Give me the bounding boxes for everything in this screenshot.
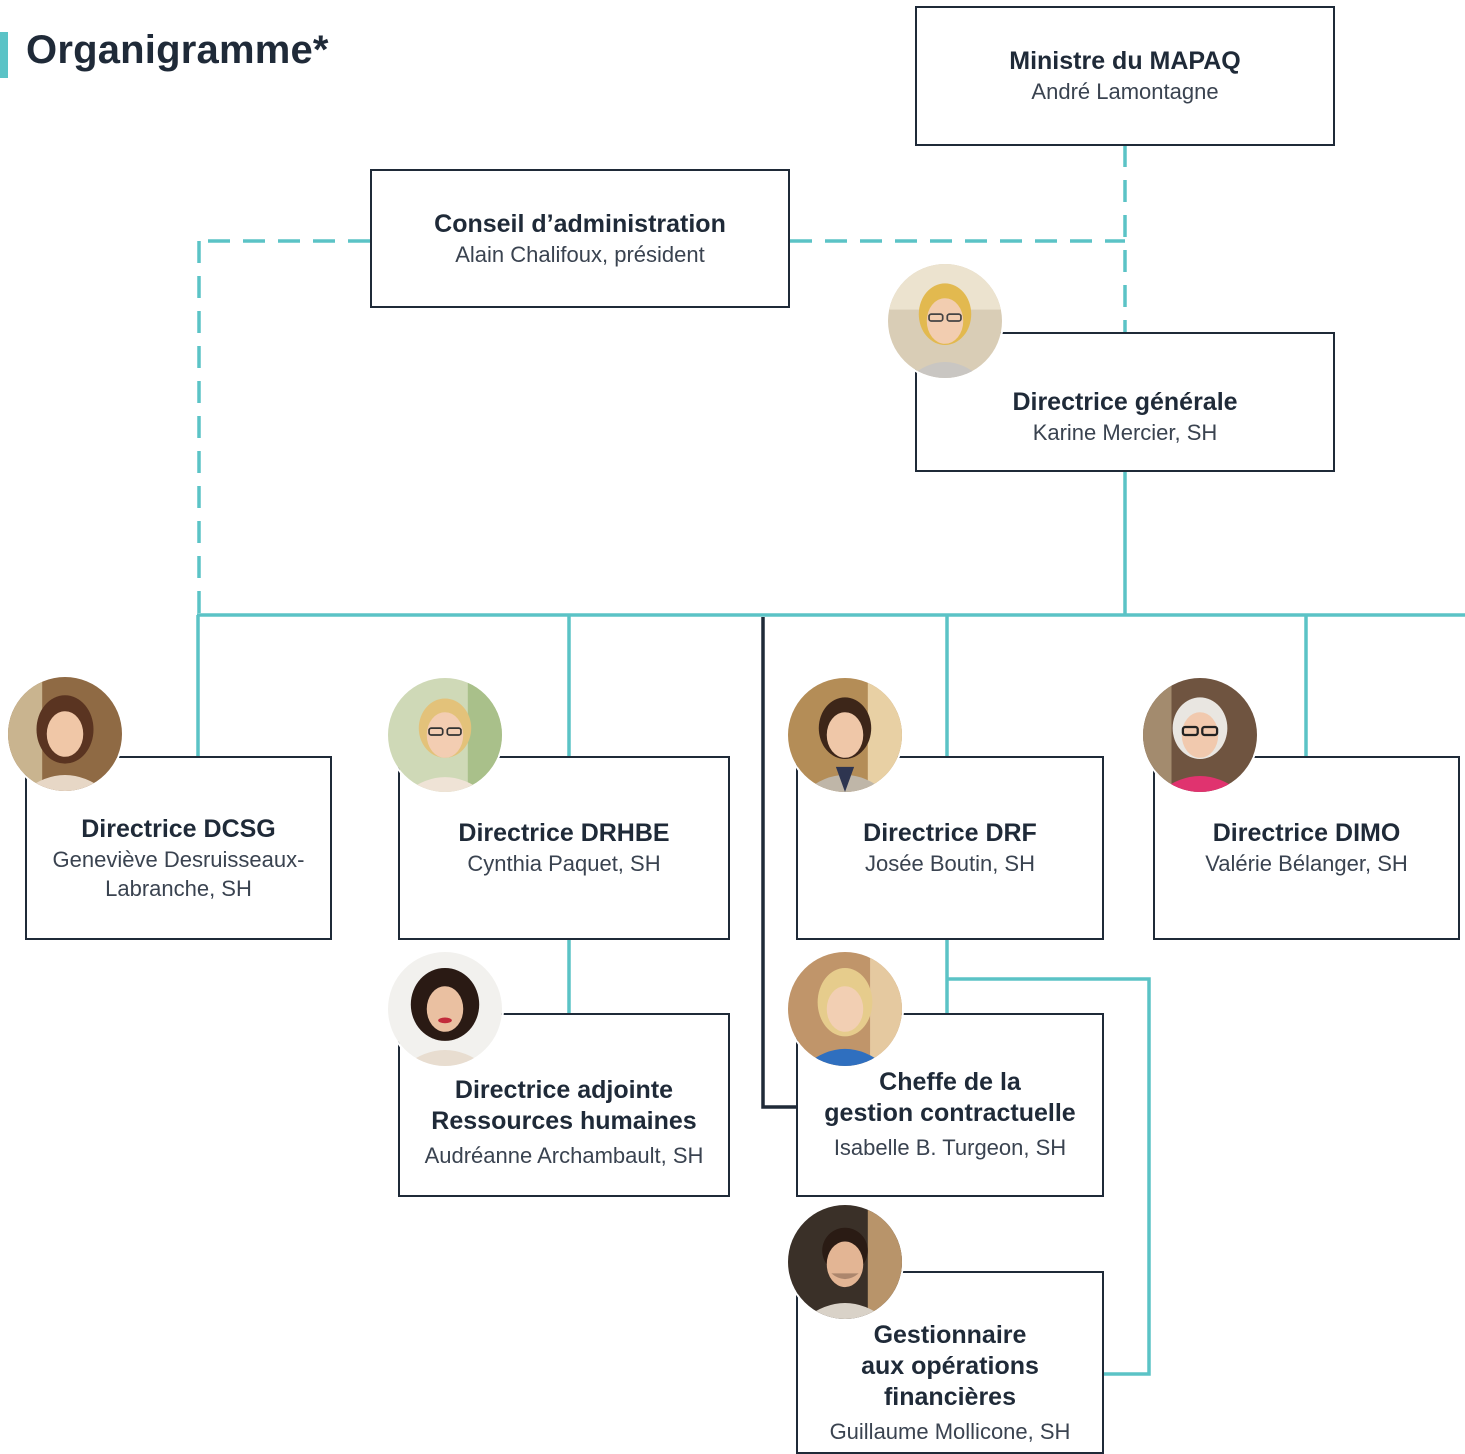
minister-role: Ministre du MAPAQ bbox=[1009, 47, 1241, 75]
adjointe-rh-name: Audréanne Archambault, SH bbox=[424, 1142, 704, 1168]
cheffe-role-line1: Cheffe de la bbox=[879, 1067, 1021, 1096]
dcsg-role: Directrice DCSG bbox=[81, 814, 276, 843]
drf-role: Directrice DRF bbox=[863, 819, 1037, 847]
board-role: Conseil d’administration bbox=[434, 209, 726, 238]
gestionnaire-avatar-photo bbox=[786, 1203, 904, 1321]
dg-cheffe-dark-line bbox=[761, 617, 798, 1109]
cheffe-role-line2: gestion contractuelle bbox=[824, 1098, 1076, 1127]
title-accent-bar bbox=[0, 32, 8, 78]
dimo-role: Directrice DIMO bbox=[1212, 819, 1401, 847]
dg-role: Directrice générale bbox=[1012, 388, 1238, 416]
drf-avatar-photo bbox=[786, 676, 904, 794]
board-box: Conseil d’administration Alain Chalifoux… bbox=[370, 169, 790, 308]
page-title: Organigramme* bbox=[26, 28, 329, 72]
adjointe-rh-role-line1: Directrice adjointe bbox=[454, 1075, 674, 1104]
dg-avatar-photo bbox=[886, 262, 1004, 380]
gestionnaire-name: Guillaume Mollicone, SH bbox=[829, 1418, 1071, 1444]
gestionnaire-role-line1: Gestionnaire bbox=[873, 1320, 1027, 1349]
minister-name: André Lamontagne bbox=[1031, 79, 1219, 104]
drhbe-role: Directrice DRHBE bbox=[458, 819, 670, 847]
minister-box: Ministre du MAPAQ André Lamontagne bbox=[915, 6, 1335, 146]
dg-name: Karine Mercier, SH bbox=[1032, 420, 1218, 445]
dg-box: Directrice générale Karine Mercier, SH bbox=[915, 332, 1335, 472]
gestionnaire-role-line3: financières bbox=[883, 1382, 1016, 1411]
cheffe-name: Isabelle B. Turgeon, SH bbox=[833, 1134, 1067, 1160]
adjointe-rh-avatar-photo bbox=[386, 950, 504, 1068]
gestionnaire-role-line2: aux opérations bbox=[861, 1351, 1039, 1380]
adjointe-rh-role-line2: Ressources humaines bbox=[431, 1106, 697, 1135]
cheffe-avatar-photo bbox=[786, 950, 904, 1068]
dimo-name: Valérie Bélanger, SH bbox=[1205, 851, 1408, 876]
board-name: Alain Chalifoux, président bbox=[455, 241, 705, 267]
dcsg-name: Geneviève Desruisseaux-Labranche, SH bbox=[52, 846, 305, 901]
dcsg-avatar-photo bbox=[6, 675, 124, 793]
drf-name: Josée Boutin, SH bbox=[865, 851, 1035, 876]
drf-gestionnaire-line bbox=[947, 977, 1151, 1376]
drhbe-name: Cynthia Paquet, SH bbox=[467, 851, 661, 876]
dimo-avatar-photo bbox=[1141, 676, 1259, 794]
drhbe-avatar-photo bbox=[386, 676, 504, 794]
